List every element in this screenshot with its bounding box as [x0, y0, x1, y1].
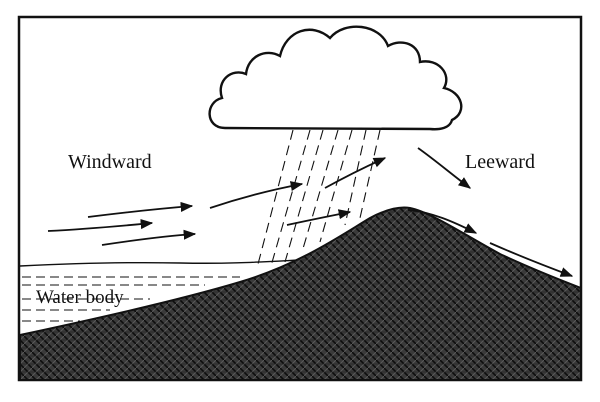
wind-arrow [87, 201, 194, 218]
rain-streaks [256, 129, 381, 269]
windward-label: Windward [68, 151, 152, 173]
wind-arrow [489, 242, 574, 277]
water-body-label: Water body [36, 287, 124, 308]
cloud [208, 25, 463, 131]
water-body: Water body [19, 259, 301, 322]
water-surface-line [19, 259, 301, 267]
wind-arrow [407, 209, 478, 234]
wind-arrow [209, 181, 304, 209]
wind-arrow [417, 147, 472, 189]
wind-arrows [47, 147, 574, 277]
leeward-label: Leeward [465, 151, 535, 173]
wind-arrow [101, 229, 197, 246]
wind-arrow [286, 209, 352, 226]
mountain [19, 206, 582, 381]
wind-arrow [47, 219, 154, 232]
wind-arrow [324, 157, 387, 189]
